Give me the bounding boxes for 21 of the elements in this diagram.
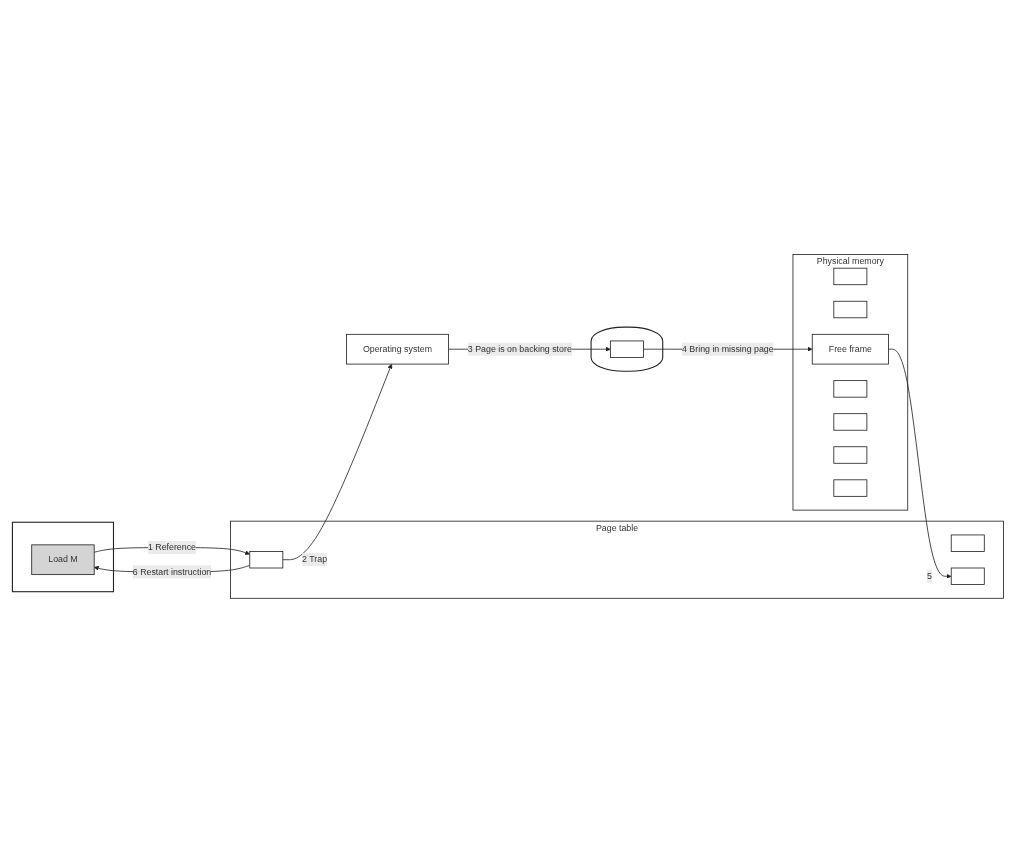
node-box bbox=[832, 379, 867, 398]
node-box: Free frame bbox=[811, 333, 889, 365]
node-box: Load M bbox=[30, 544, 95, 575]
edge-label: 2 Trap bbox=[301, 554, 327, 564]
node-box bbox=[832, 267, 867, 285]
node-box bbox=[832, 445, 867, 464]
edge-label: 5 bbox=[926, 570, 932, 581]
node-box bbox=[832, 479, 867, 497]
node-box bbox=[832, 300, 867, 318]
cluster bbox=[590, 326, 663, 372]
edge-label: 1 Reference bbox=[147, 542, 196, 552]
edge-label: 4 Bring in missing page bbox=[681, 343, 774, 354]
edge-label: 6 Restart instruction bbox=[132, 566, 211, 576]
edge-label: 3 Page is on backing store bbox=[467, 343, 572, 354]
node-box bbox=[248, 550, 283, 569]
node-box bbox=[950, 567, 985, 585]
node-box bbox=[832, 412, 867, 431]
node-box bbox=[950, 534, 985, 552]
node-box: Operating system bbox=[345, 333, 449, 365]
cluster bbox=[11, 521, 114, 592]
node-box bbox=[609, 340, 644, 358]
